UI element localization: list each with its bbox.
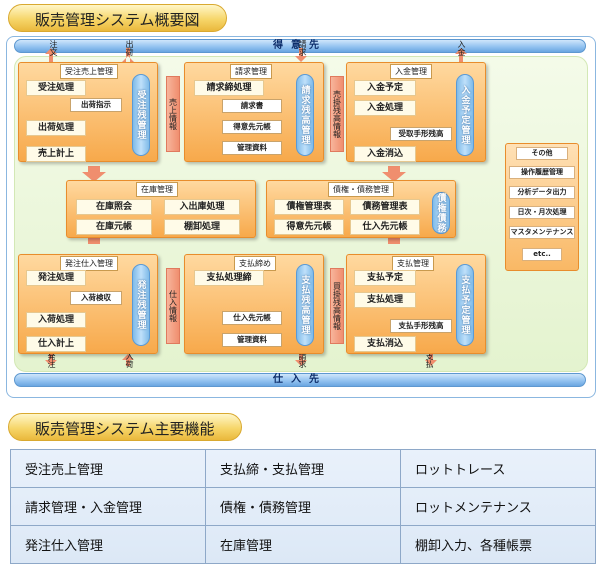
supplier-pipe: 仕入先 — [14, 373, 586, 387]
table-cell: 支払締・支払管理 — [205, 449, 401, 488]
payment-close-sub-reports: 管理資料 — [222, 333, 282, 347]
payment-close-module-title: 支払締め — [234, 256, 276, 271]
table-row: 発注仕入管理 在庫管理 棚卸入力、各種帳票 — [10, 525, 596, 564]
billing-balance-pill: 請求残高管理 — [296, 74, 314, 156]
purchase-sub-inspection: 入荷検収 — [70, 291, 122, 305]
purchase-step-receive: 入荷処理 — [26, 312, 86, 328]
table-cell: 棚卸入力、各種帳票 — [400, 525, 596, 564]
purchase-module-title: 発注仕入管理 — [60, 256, 118, 271]
flow-label-invoice-out: 請求 — [298, 40, 307, 56]
billing-step-close: 請求締処理 — [194, 80, 264, 96]
flow-label-order-in: 注文 — [49, 40, 58, 56]
receipt-step-plan: 入金予定 — [354, 80, 416, 96]
flow-label-ship-out: 出荷 — [125, 40, 134, 56]
inventory-module-title: 在庫管理 — [136, 182, 178, 197]
table-row: 受注売上管理 支払締・支払管理 ロットトレース — [10, 449, 596, 488]
purchase-info-strip — [166, 268, 180, 344]
receivables-pill: 債権債務 — [432, 192, 450, 234]
receivables-item-supplier-ledger: 仕入先元帳 — [350, 219, 420, 235]
payment-step-reconcile: 支払消込 — [354, 336, 416, 352]
billing-module-title: 請求管理 — [230, 64, 272, 79]
receipt-module-title: 入金管理 — [390, 64, 432, 79]
receivables-item-debt: 債務管理表 — [350, 199, 420, 215]
others-title: その他 — [516, 147, 568, 160]
inventory-item-inout: 入出庫処理 — [164, 199, 240, 215]
payment-step-plan: 支払予定 — [354, 270, 416, 286]
flow-label-receive-in: 入荷 — [125, 352, 134, 368]
payment-close-step: 支払処理締 — [194, 270, 264, 286]
ap-balance-strip — [330, 268, 344, 344]
others-item-etc: etc.. — [522, 248, 562, 261]
others-item-master: マスタメンテナンス — [509, 226, 575, 239]
sales-backorder-pill: 受注残管理 — [132, 74, 150, 156]
inventory-item-inquiry: 在庫照会 — [76, 199, 152, 215]
payment-balance-pill: 支払残高管理 — [296, 264, 314, 346]
functions-title: 販売管理システム主要機能 — [8, 413, 242, 441]
billing-sub-reports: 管理資料 — [222, 141, 282, 155]
sales-info-strip — [166, 76, 180, 152]
others-item-history: 操作履歴管理 — [509, 166, 575, 179]
billing-sub-invoice: 請求書 — [222, 99, 282, 113]
purchase-step-order: 発注処理 — [26, 270, 86, 286]
inventory-item-ledger: 在庫元帳 — [76, 219, 152, 235]
sales-info-label: 売上情報 — [168, 98, 178, 130]
payment-sub-notes: 支払手形残高 — [390, 319, 452, 333]
purchase-backorder-pill: 発注残管理 — [132, 264, 150, 346]
others-item-analysis: 分析データ出力 — [509, 186, 575, 199]
payment-module-title: 支払管理 — [392, 256, 434, 271]
ar-balance-strip — [330, 76, 344, 152]
sales-sub-ship-instruction: 出荷指示 — [70, 98, 122, 112]
sales-module-title: 受注売上管理 — [60, 64, 118, 79]
functions-table: 受注売上管理 支払締・支払管理 ロットトレース 請求管理・入金管理 債権・債務管… — [10, 449, 596, 564]
table-cell: ロットトレース — [400, 449, 596, 488]
overview-title: 販売管理システム概要図 — [8, 4, 227, 32]
table-cell: 債権・債務管理 — [205, 487, 401, 526]
ap-balance-label: 買掛残高情報 — [332, 282, 342, 330]
others-box: その他 操作履歴管理 分析データ出力 日次・月次処理 マスタメンテナンス etc… — [505, 143, 579, 271]
receivables-module-title: 債権・債務管理 — [328, 182, 394, 197]
sales-step-ship: 出荷処理 — [26, 120, 86, 136]
receipt-step-reconcile: 入金消込 — [354, 146, 416, 162]
flow-label-invoice-bottom: 請求 — [298, 352, 307, 368]
flow-label-deposit-in: 入金 — [457, 40, 466, 56]
receipt-sub-notes: 受取手形残高 — [390, 127, 452, 141]
payment-step-process: 支払処理 — [354, 292, 416, 308]
purchase-step-record: 仕入計上 — [26, 336, 86, 352]
flow-label-order-out: 発注 — [47, 352, 56, 368]
receipt-step-process: 入金処理 — [354, 100, 416, 116]
inventory-item-stocktake: 棚卸処理 — [164, 219, 240, 235]
sales-step-order: 受注処理 — [26, 80, 86, 96]
table-cell: 在庫管理 — [205, 525, 401, 564]
receipt-plan-pill: 入金予定管理 — [456, 74, 474, 156]
flow-label-payment-out: 支払 — [425, 352, 434, 368]
billing-sub-customer-ledger: 得意先元帳 — [222, 120, 282, 134]
receivables-item-customer-ledger: 得意先元帳 — [274, 219, 344, 235]
payment-plan-pill: 支払予定管理 — [456, 264, 474, 346]
others-item-periodic: 日次・月次処理 — [509, 206, 575, 219]
purchase-info-label: 仕入情報 — [168, 290, 178, 322]
table-cell: 受注売上管理 — [10, 449, 206, 488]
table-cell: ロットメンテナンス — [400, 487, 596, 526]
table-cell: 発注仕入管理 — [10, 525, 206, 564]
payment-close-sub-supplier-ledger: 仕入先元帳 — [222, 311, 282, 325]
table-cell: 請求管理・入金管理 — [10, 487, 206, 526]
ar-balance-label: 売掛残高情報 — [332, 90, 342, 138]
sales-step-revenue: 売上計上 — [26, 146, 86, 162]
receivables-item-credit: 債権管理表 — [274, 199, 344, 215]
table-row: 請求管理・入金管理 債権・債務管理 ロットメンテナンス — [10, 487, 596, 526]
